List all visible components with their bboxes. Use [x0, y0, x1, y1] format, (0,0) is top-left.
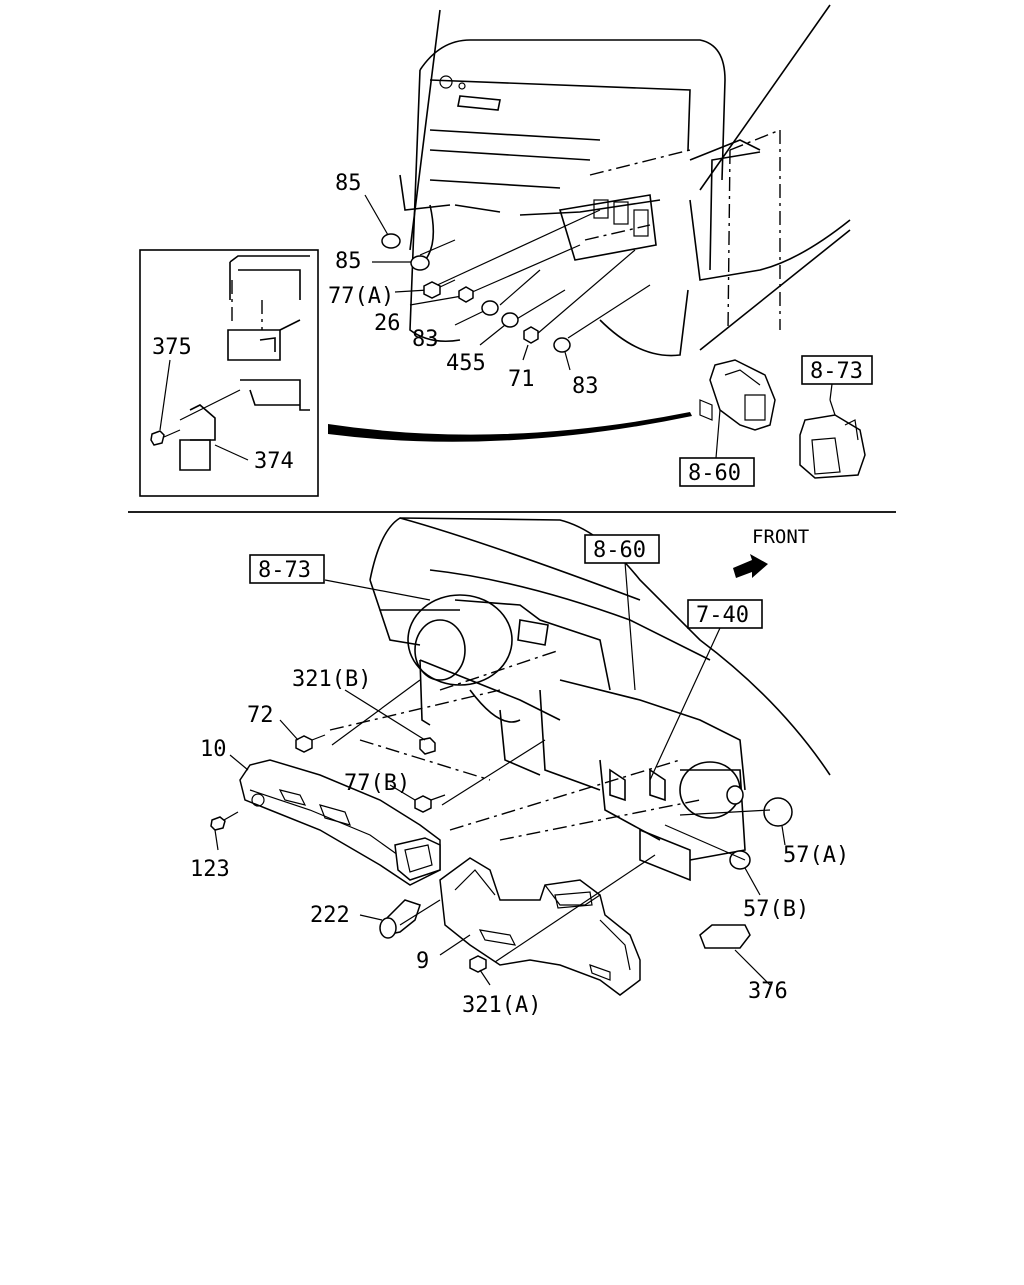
- label-321b: 321(B): [292, 667, 371, 692]
- ref-box-7-40-bottom: [687, 599, 763, 629]
- transfer-arrow: [328, 412, 692, 442]
- ref-box-8-60-top: [679, 457, 755, 487]
- ref-box-8-60-bottom: [584, 534, 660, 564]
- front-arrow: [733, 554, 768, 578]
- part-10-member: [239, 759, 441, 886]
- top-small-parts: [381, 233, 571, 353]
- ref-box-8-73-top: [801, 355, 873, 385]
- label-374: 374: [254, 449, 294, 474]
- label-123: 123: [190, 857, 230, 882]
- label-83-right: 83: [572, 374, 599, 399]
- label-222: 222: [310, 903, 350, 928]
- label-10: 10: [200, 737, 227, 762]
- label-375: 375: [152, 335, 192, 360]
- ref-8-73-bottom: 8-73: [258, 558, 311, 583]
- cab-panel-drawing: [399, 4, 851, 357]
- label-71: 71: [508, 367, 535, 392]
- bottom-leader-lines: [214, 561, 786, 986]
- top-bracket-parts: [699, 359, 866, 479]
- ref-box-8-73-bottom: [249, 554, 325, 584]
- top-leader-lines: [364, 194, 651, 371]
- label-9: 9: [416, 949, 429, 974]
- label-57b: 57(B): [743, 897, 809, 922]
- ref-7-40-bottom: 7-40: [696, 603, 749, 628]
- label-455: 455: [446, 351, 486, 376]
- part-9-bracket: [439, 857, 641, 996]
- label-321a: 321(A): [462, 993, 541, 1018]
- label-57a: 57(A): [783, 843, 849, 868]
- ref-8-73-top: 8-73: [810, 359, 863, 384]
- label-72: 72: [247, 703, 274, 728]
- label-front: FRONT: [752, 526, 809, 548]
- label-85-lower: 85: [335, 249, 362, 274]
- label-376: 376: [748, 979, 788, 1004]
- label-26: 26: [374, 311, 401, 336]
- detail-inset: [139, 249, 319, 497]
- bottom-hardware: [210, 734, 793, 973]
- label-83-left: 83: [412, 327, 439, 352]
- label-77a: 77(A): [328, 284, 394, 309]
- label-85-upper: 85: [335, 171, 362, 196]
- ref-8-60-top: 8-60: [688, 461, 741, 486]
- ref-8-60-bottom: 8-60: [593, 538, 646, 563]
- label-77b: 77(B): [344, 771, 410, 796]
